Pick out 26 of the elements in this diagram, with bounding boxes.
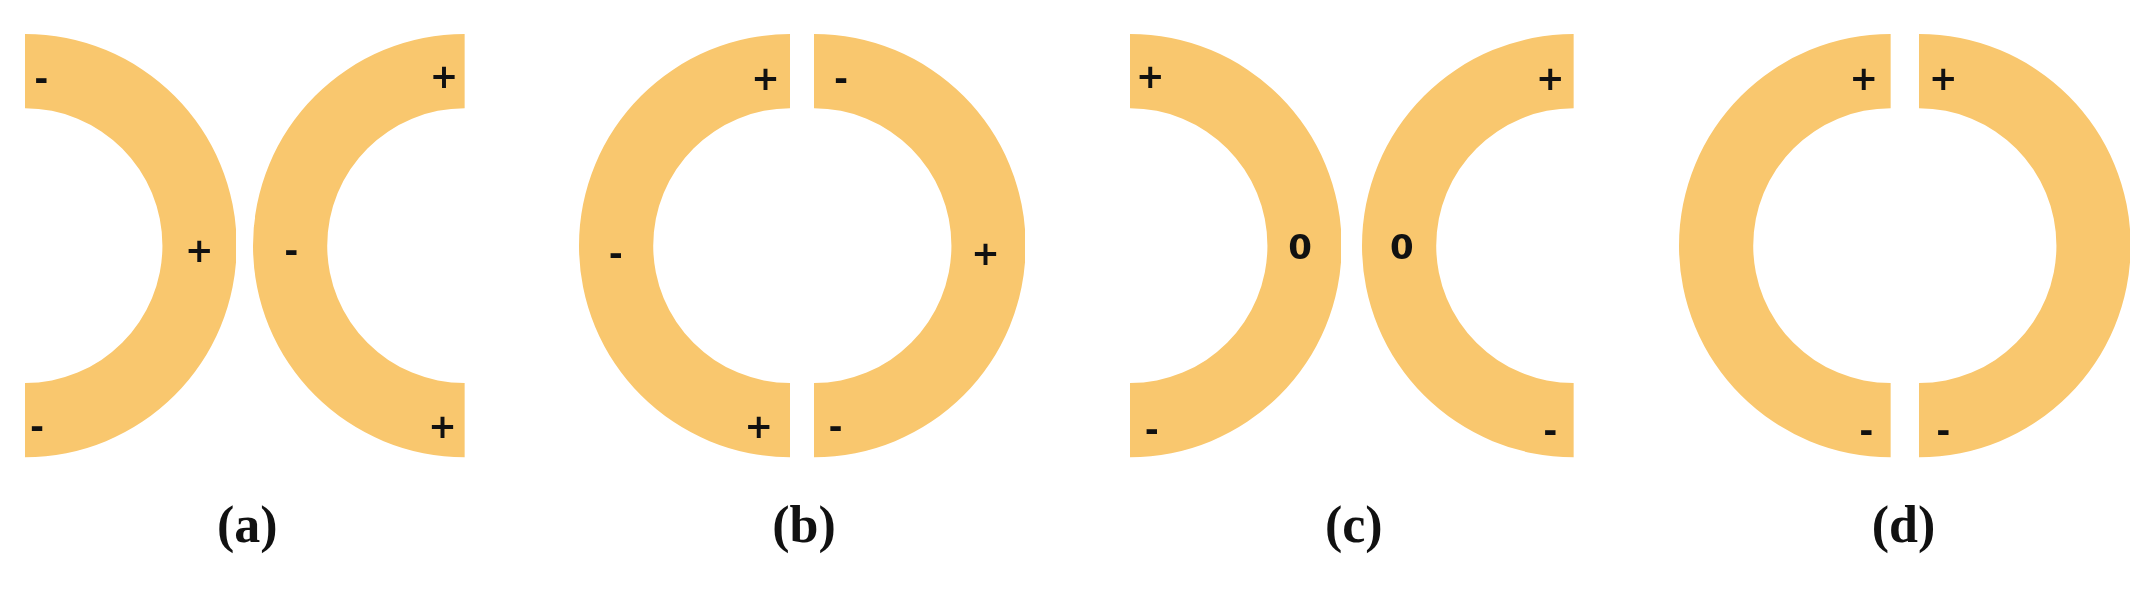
- charge-sign: +: [744, 409, 773, 444]
- charge-sign: -: [34, 61, 49, 96]
- charge-sign: +: [751, 61, 780, 96]
- panel-label: (d): [1871, 499, 1936, 551]
- charge-sign: +: [1929, 61, 1958, 96]
- charge-sign: -: [284, 233, 299, 268]
- charge-sign: +: [1136, 58, 1165, 93]
- charge-sign: -: [1936, 413, 1951, 448]
- charge-sign: +: [185, 233, 214, 268]
- charge-sign: +: [429, 58, 459, 93]
- charge-sign: -: [834, 61, 849, 96]
- charge-sign: -: [1144, 411, 1159, 446]
- panel-label: (a): [217, 499, 278, 551]
- charge-sign: +: [428, 409, 457, 444]
- charge-sign: -: [828, 409, 843, 444]
- charge-sign: -: [30, 409, 45, 444]
- charge-sign: -: [608, 235, 623, 270]
- charge-sign: 0: [1288, 230, 1312, 265]
- charge-sign: 0: [1390, 230, 1414, 265]
- panel-label: (b): [772, 499, 836, 551]
- panel-label: (c): [1324, 499, 1383, 551]
- charge-sign: -: [1543, 413, 1558, 448]
- charge-sign: -: [1859, 413, 1874, 448]
- charge-sign: +: [1536, 61, 1565, 96]
- charge-sign: +: [1849, 61, 1878, 96]
- charge-sign: +: [971, 235, 1000, 270]
